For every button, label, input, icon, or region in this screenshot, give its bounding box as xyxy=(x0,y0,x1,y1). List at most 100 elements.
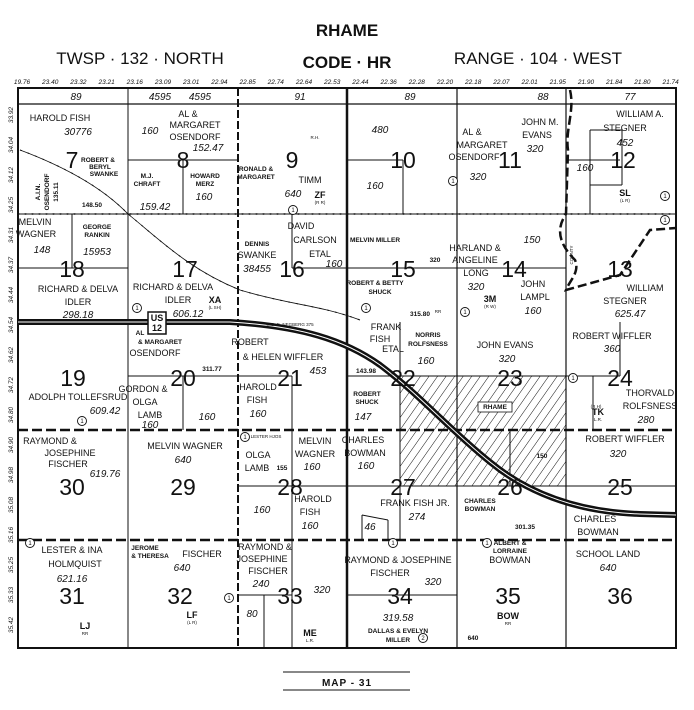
circled-number-icon xyxy=(388,538,398,548)
owner-label-sec22: 160 xyxy=(418,356,435,367)
owner-label-sec20: AL xyxy=(136,330,145,337)
owner-label-sec33: 240 xyxy=(252,579,270,590)
owner-label-sec18: 15953 xyxy=(83,247,111,258)
owner-label-sec15: 320 xyxy=(430,257,441,264)
owner-label-sec14: JOHN xyxy=(521,279,546,289)
owner-label-sec33: 80 xyxy=(246,609,258,620)
owner-label-sec23: JOHN EVANS xyxy=(477,340,534,350)
owner-label-sec9: RONALD & xyxy=(239,166,274,173)
owner-label-sec28: WAGNER xyxy=(295,449,336,459)
owner-label-sec29: 640 xyxy=(175,455,192,466)
marker-number: 1 xyxy=(663,194,667,200)
section-number-23: 23 xyxy=(497,365,523,391)
shield-bottom: 12 xyxy=(152,323,162,333)
section-number-19: 19 xyxy=(60,365,86,391)
owner-label-sec31: 621.16 xyxy=(57,574,88,585)
section-number-31: 31 xyxy=(59,583,85,609)
owner-label-sec32: FISCHER xyxy=(182,549,222,559)
left-coordinate: 34.31 xyxy=(8,226,15,243)
owner-label-sec33: RAYMOND & xyxy=(238,542,292,552)
owner-label-sec18: WAGNER xyxy=(16,229,57,239)
owner-label-sec7: 148.50 xyxy=(82,202,102,209)
owner-label-sec25: 320 xyxy=(610,449,627,460)
owner-label-sec16: ETAL xyxy=(309,249,331,259)
owner-label-sec7: HAROLD FISH xyxy=(30,113,91,123)
owner-label-sec14: ANGELINE xyxy=(452,255,498,265)
owner-label-sec28: 160 xyxy=(304,462,321,473)
top-coordinate: 22.18 xyxy=(464,79,482,86)
owner-label-sec10: 480 xyxy=(372,125,389,136)
owner-label-sec18: 298.18 xyxy=(62,310,94,321)
owner-label-sec28: LAMB xyxy=(245,463,270,473)
owner-label-sec8: HOWARD xyxy=(190,173,220,180)
top-coordinate: 23.16 xyxy=(126,79,144,86)
owner-label-sec8: M.J. xyxy=(141,173,154,180)
strip-acreage: 89 xyxy=(70,92,82,103)
left-coordinate: 34.72 xyxy=(8,376,15,393)
left-coordinate: 35.25 xyxy=(8,556,15,573)
owner-label-sec32: JEROME xyxy=(131,545,159,552)
marker-number: 1 xyxy=(391,541,395,547)
owner-label-sec14: HARLAND & xyxy=(449,243,501,253)
map-code-sub: L.R. xyxy=(594,417,602,422)
owner-label-sec23: RHAME xyxy=(483,404,507,411)
owner-label-sec9: 640 xyxy=(285,189,302,200)
section-number-18: 18 xyxy=(59,256,85,282)
section-number-36: 36 xyxy=(607,583,633,609)
map-code: 3M xyxy=(484,294,497,304)
marker-number: 1 xyxy=(485,541,489,547)
left-coordinate: 35.33 xyxy=(8,586,15,603)
owner-label-sec35: ALBERT & xyxy=(494,540,527,547)
owner-label-sec18: RICHARD & DELVA xyxy=(38,284,118,294)
owner-label-sec12: WILLIAM A. xyxy=(616,109,664,119)
owner-label-sec17: 606.12 xyxy=(173,309,204,320)
top-coordinate: 19.76 xyxy=(14,79,31,86)
section-number-14: 14 xyxy=(501,256,527,282)
circled-number-icon xyxy=(660,191,670,201)
circled-number-icon xyxy=(482,538,492,548)
left-coordinate: 35.08 xyxy=(8,496,15,513)
section-number-17: 17 xyxy=(172,256,198,282)
top-coordinate: 22.53 xyxy=(323,79,341,86)
owner-label-sec20: & MARGARET xyxy=(138,339,182,346)
owner-label-sec13: 625.47 xyxy=(615,309,646,320)
owner-label-sec18: GEORGE xyxy=(83,224,112,231)
owner-label-sec20: OSENDORF xyxy=(129,348,181,358)
strip-acreage: 4595 xyxy=(189,92,212,103)
map-title: RHAME xyxy=(316,21,378,40)
section-number-24: 24 xyxy=(607,365,633,391)
owner-label-sec24: 360 xyxy=(604,344,621,355)
owner-label-sec35: 640 xyxy=(468,635,479,642)
marker-number: 1 xyxy=(80,419,84,425)
marker-number: 1 xyxy=(28,541,32,547)
owner-label-sec22: 143.98 xyxy=(356,368,376,375)
owner-label-sec35: BOWMAN xyxy=(489,555,531,565)
owner-label-sec14: 150 xyxy=(524,235,541,246)
left-coordinate: 33.92 xyxy=(8,106,15,123)
owner-label-sec28: 155 xyxy=(277,465,288,472)
range-label: RANGE · 104 · WEST xyxy=(454,49,622,68)
map-code: ZF xyxy=(315,190,326,200)
section-number-26: 26 xyxy=(497,474,523,500)
owner-label-sec30: JOSEPHINE xyxy=(44,448,95,458)
section-number-28: 28 xyxy=(277,474,303,500)
owner-label-sec8: MERZ xyxy=(196,181,214,188)
owner-label-sec24: ROBERT WIFFLER xyxy=(572,331,652,341)
circled-number-icon xyxy=(361,303,371,313)
section-number-12: 12 xyxy=(610,147,636,173)
owner-label-sec14: LONG xyxy=(463,268,489,278)
owner-label-sec34: DALLAS & EVELYN xyxy=(368,628,428,635)
top-coordinate: 22.07 xyxy=(492,79,510,86)
section-number-10: 10 xyxy=(390,147,416,173)
township-label: TWSP · 132 · NORTH xyxy=(56,49,224,68)
top-coordinate: 23.21 xyxy=(97,79,115,86)
owner-label-sec22: FRANK xyxy=(371,322,402,332)
marker-number: 1 xyxy=(451,179,455,185)
left-coordinate: 35.16 xyxy=(8,526,15,543)
rhame-label-box xyxy=(477,401,513,413)
owner-label-sec8: 152.47 xyxy=(193,143,224,154)
map-number: MAP - 31 xyxy=(322,678,372,689)
section-number-13: 13 xyxy=(607,256,633,282)
owner-label-sec20: GORDON & xyxy=(118,384,167,394)
top-coordinate: 21.90 xyxy=(577,79,595,86)
